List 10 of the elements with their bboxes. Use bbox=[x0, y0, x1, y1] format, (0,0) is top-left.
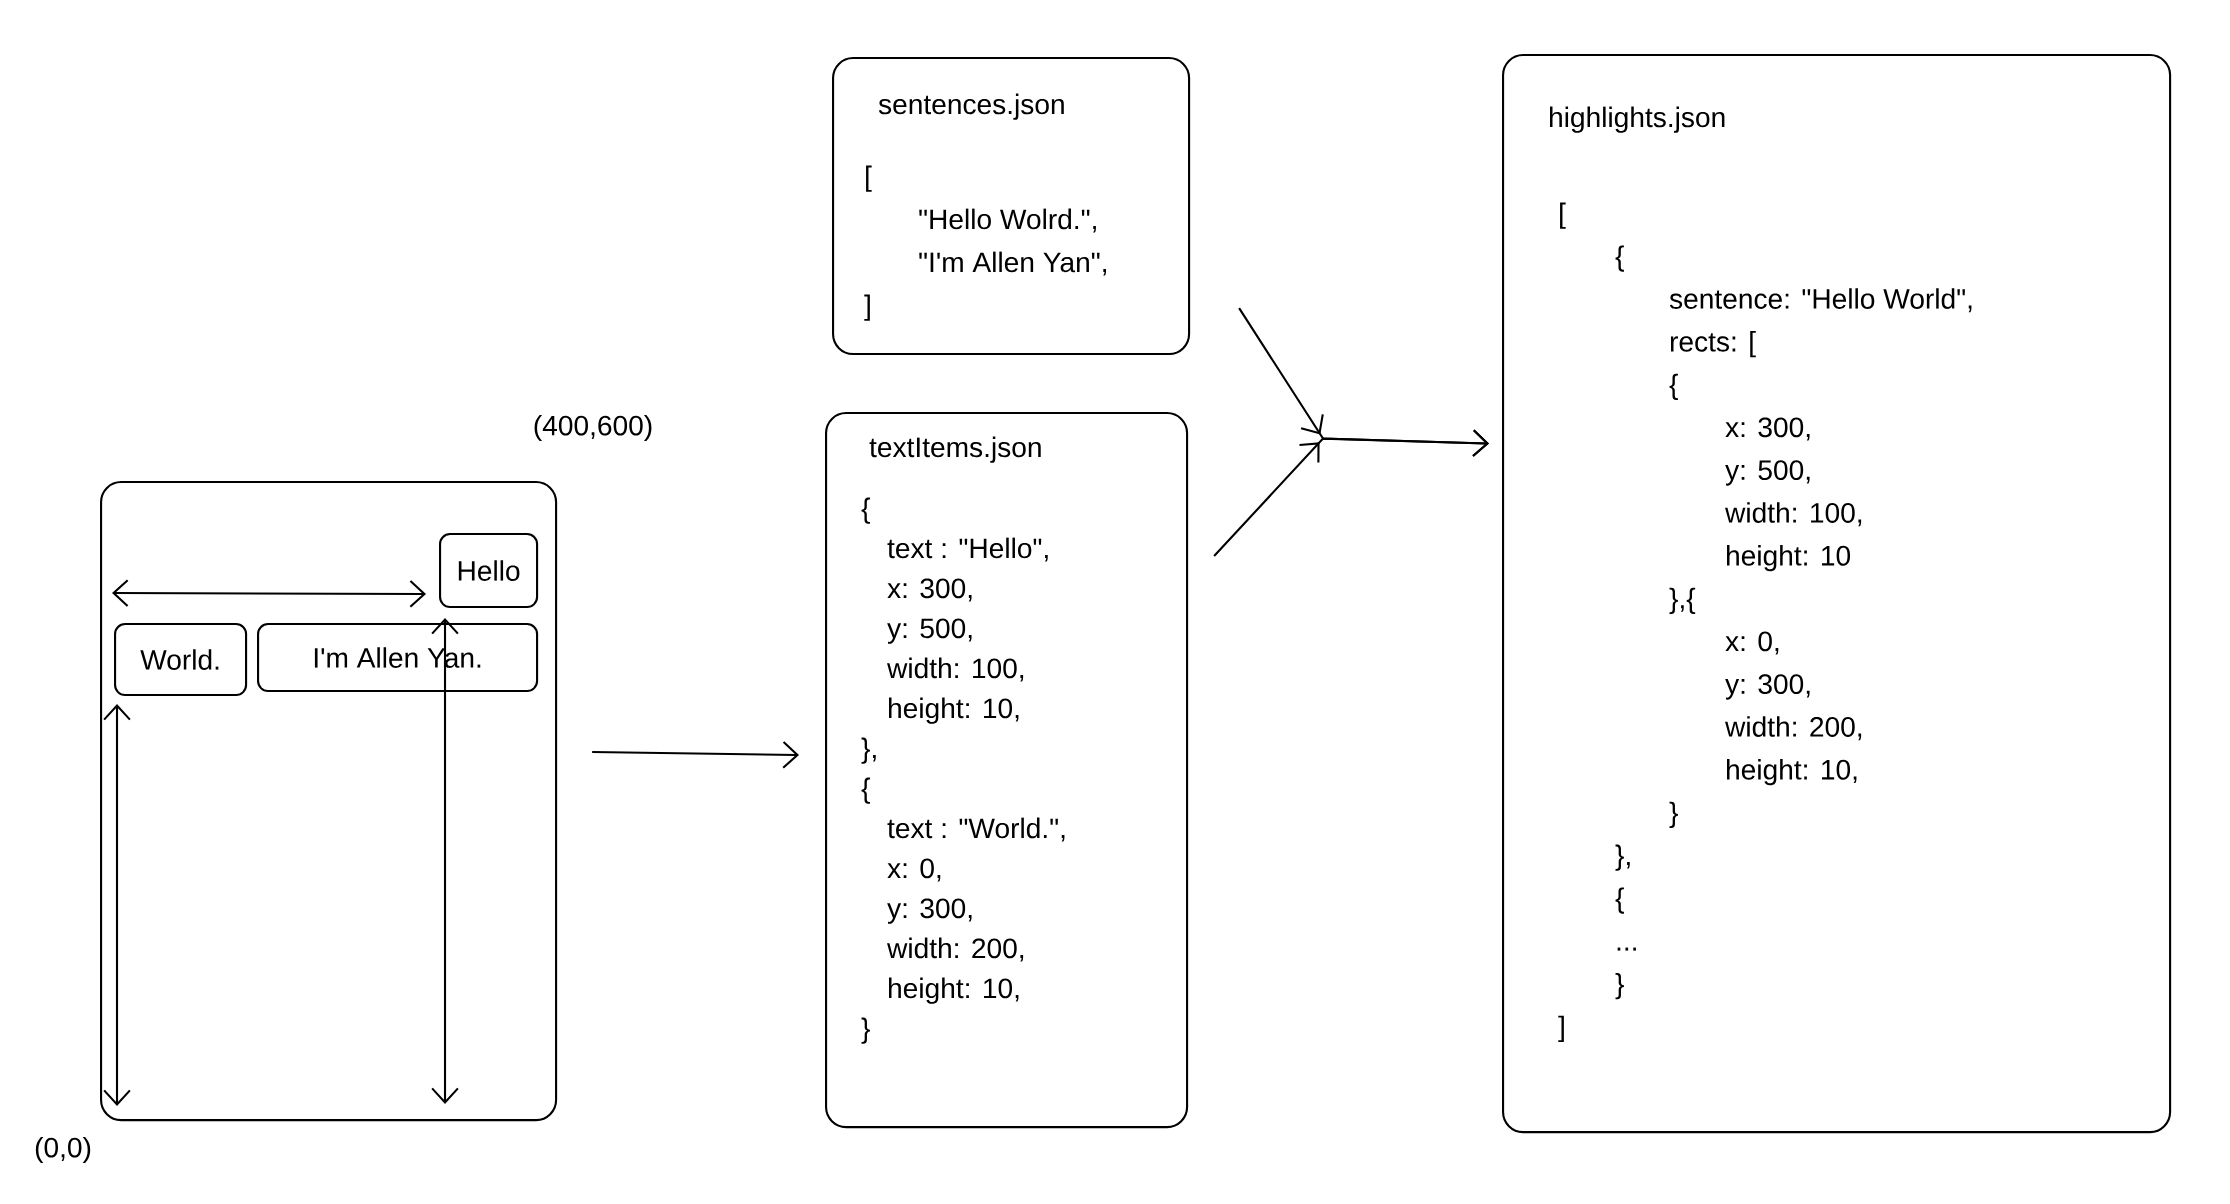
arrow bbox=[592, 741, 799, 769]
coordinate-label: (400,600) bbox=[534, 414, 652, 442]
arrow bbox=[1213, 429, 1489, 557]
code-box: sentences.json [ "Hello Wolrd.", "I'm Allen Yan", ] bbox=[832, 57, 1191, 356]
code-box: highlights.json [ { sentence: "Hello World", rects: [ { x: 300, y: 500, width: 100, height: 10 },{ x: 0, y: 300, width: 200, height: 10, } }, { ... } ] bbox=[1502, 54, 2172, 1134]
code-box: textItems.json { text : "Hello", x: 300, y: 500, width: 100, height: 10, }, { text : "World.", x: 0, y: 300, width: 200, height: 10, } bbox=[825, 412, 1189, 1129]
coordinate-label: (0,0) bbox=[35, 1136, 91, 1164]
page-box bbox=[100, 481, 558, 1122]
text-box: Hello bbox=[439, 533, 539, 609]
text-box: World. bbox=[114, 623, 248, 697]
